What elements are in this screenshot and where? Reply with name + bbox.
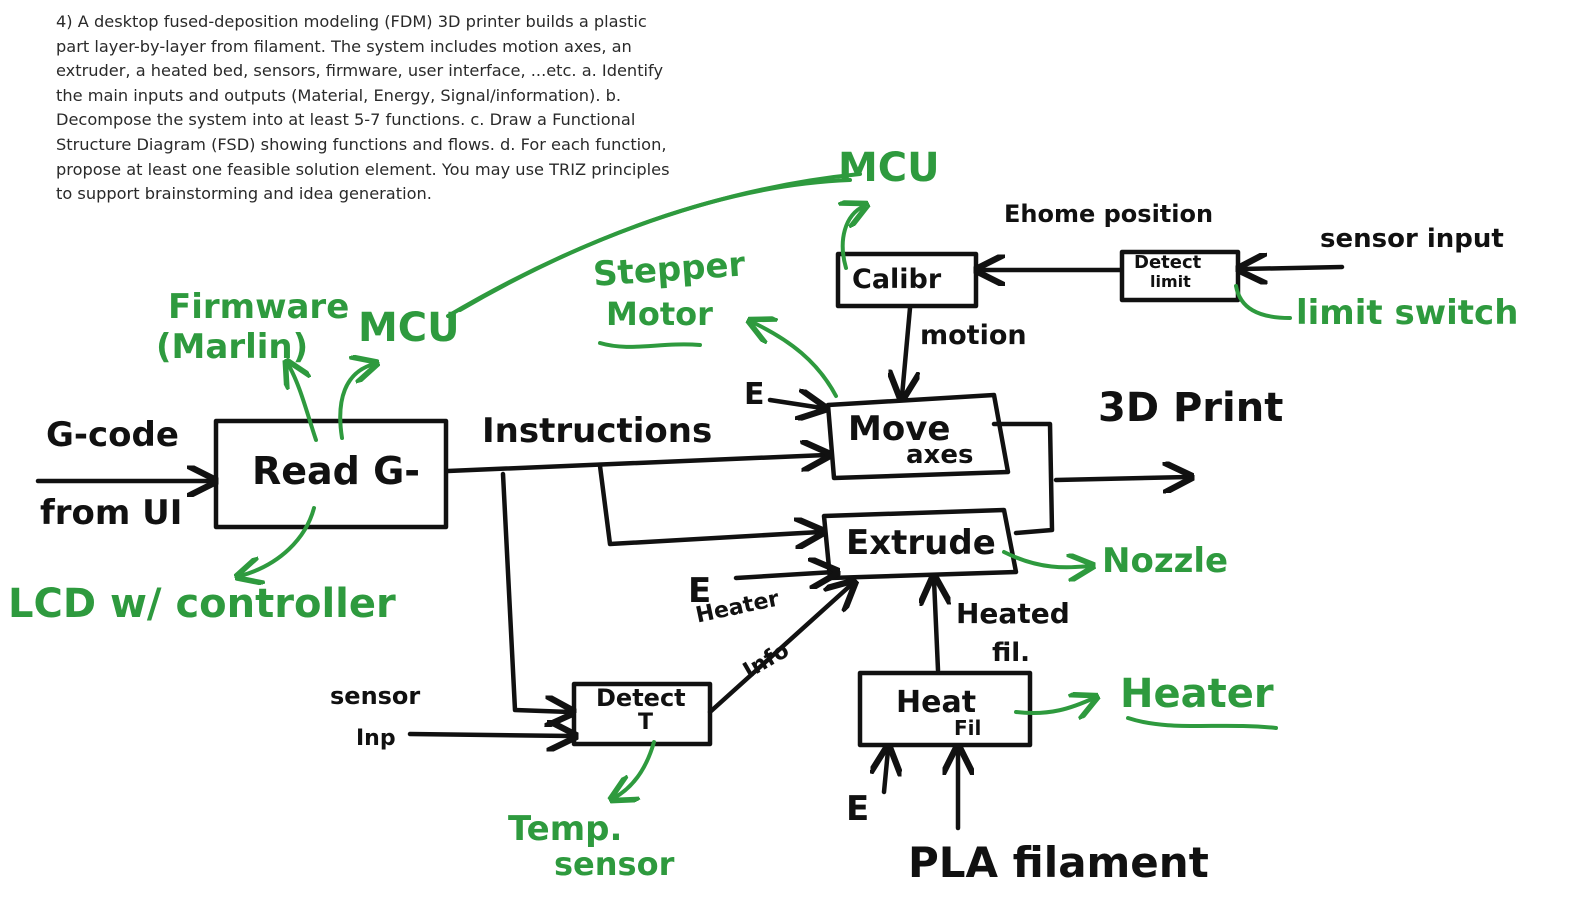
- link-mcu: [338, 364, 374, 440]
- heated-fil-label-2: fil.: [992, 638, 1031, 668]
- underline-heater: [1126, 716, 1278, 730]
- mcu-top-label: MCU: [838, 145, 940, 191]
- read-gcode-label: Read G-: [252, 449, 421, 493]
- flow-sensor-input: [407, 734, 572, 736]
- flow-branch-extrude: [597, 463, 820, 544]
- detect-temp-label: Detect: [596, 684, 686, 712]
- move-axes-label-2: axes: [906, 440, 974, 470]
- move-axes-label: Move: [848, 409, 951, 449]
- stepper-label: Stepper: [591, 244, 747, 295]
- nozzle-label: Nozzle: [1102, 541, 1229, 581]
- link-heater: [1014, 698, 1094, 713]
- temp-sensor-label: Temp.: [508, 809, 623, 849]
- home-pos-label: Ehome position: [1004, 200, 1214, 228]
- flow-output-merge: [991, 421, 1055, 536]
- gcode-label: G-code: [46, 415, 179, 455]
- flow-energy-heat: [884, 750, 888, 795]
- energy-move-label: E: [744, 377, 765, 412]
- heat-fil-label-2: Fil: [954, 716, 982, 740]
- link-temp-sensor: [614, 740, 656, 798]
- link-limit-switch: [1234, 284, 1292, 320]
- link-mcu-calibr: [843, 206, 864, 270]
- problem-statement: 4) A desktop fused-deposition modeling (…: [56, 12, 670, 204]
- flow-energy-move: [767, 400, 822, 408]
- heater-label: Heater: [1120, 671, 1274, 717]
- link-mcu-top-2: [458, 178, 852, 312]
- detect-temp-label-2: T: [638, 710, 654, 735]
- flow-instructions-arrow: [445, 455, 826, 474]
- temp-sensor-label-2: sensor: [554, 845, 675, 883]
- firmware-label-2: (Marlin): [156, 327, 309, 367]
- link-nozzle: [1002, 550, 1090, 567]
- link-firmware: [288, 364, 318, 442]
- sensor-input-top-label: sensor input: [1320, 224, 1504, 254]
- underline-stepper: [598, 341, 702, 349]
- energy-heat-label: E: [846, 789, 870, 829]
- motion-label: motion: [920, 320, 1027, 351]
- mcu-label: MCU: [358, 305, 460, 351]
- instructions-label: Instructions: [482, 411, 713, 451]
- sensor-input-label: sensor: [330, 682, 421, 710]
- flow-energy-extrude: [733, 572, 834, 578]
- heated-fil-label: Heated: [956, 597, 1070, 630]
- flow-heated-fil: [934, 580, 938, 673]
- link-stepper: [752, 322, 838, 398]
- detect-limit-label: Detect: [1134, 252, 1202, 273]
- output-label: 3D Print: [1098, 385, 1284, 431]
- flow-branch-detect: [500, 471, 570, 712]
- energy-extrude-label: E: [688, 571, 712, 611]
- from-ui-label: from UI: [40, 493, 183, 533]
- limit-switch-label: limit switch: [1296, 293, 1519, 333]
- sensor-input-label-2: Inp: [356, 726, 396, 751]
- lcd-label: LCD w/ controller: [8, 581, 396, 627]
- stepper-label-2: Motor: [606, 295, 713, 333]
- firmware-label: Firmware: [168, 287, 350, 327]
- flow-3dprint-arrow: [1053, 477, 1188, 480]
- flow-motion: [902, 305, 910, 396]
- detect-limit-label-2: limit: [1150, 272, 1191, 291]
- link-lcd: [240, 506, 316, 576]
- extrude-label: Extrude: [846, 523, 996, 563]
- calibrate-label: Calibr: [852, 264, 942, 295]
- heat-fil-label: Heat: [896, 685, 977, 720]
- pla-filament-label: PLA filament: [908, 838, 1209, 887]
- flow-sensor-input-top: [1242, 267, 1345, 269]
- flow-temp-info: [707, 584, 852, 715]
